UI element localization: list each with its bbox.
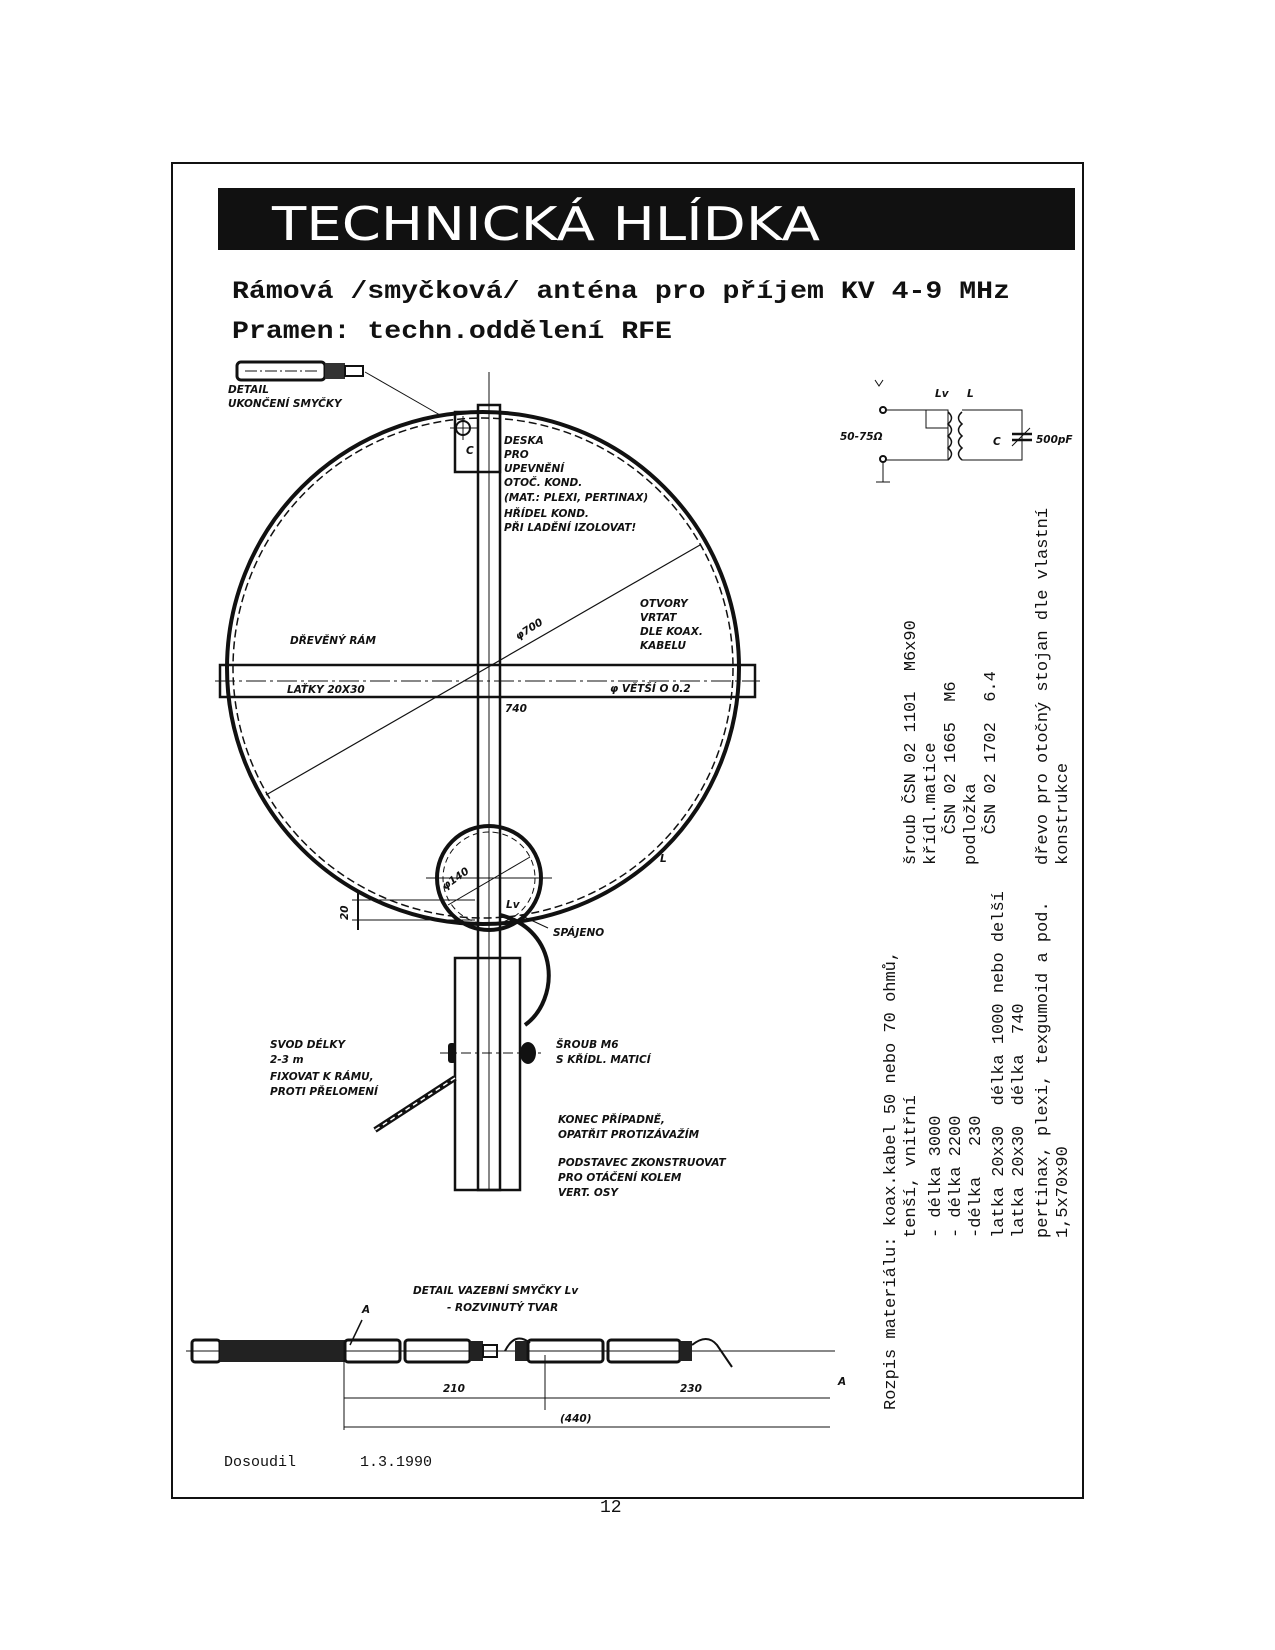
wooden-frame-label: DŘEVĚNÝ RÁM bbox=[290, 633, 377, 647]
plate-note: OTOČ. KOND. bbox=[504, 475, 582, 489]
page-number: 12 bbox=[600, 1498, 622, 1518]
page-frame bbox=[171, 162, 1084, 1499]
article-source: Pramen: techn.oddělení RFE bbox=[232, 317, 672, 346]
diameter-loop-label: φ140 bbox=[440, 865, 472, 892]
slats-label: LAŤKY 20X30 bbox=[287, 682, 365, 696]
materials-line: Rozpis materiálu: koax.kabel 50 nebo 70 … bbox=[882, 951, 901, 1410]
loop-l-label: L bbox=[660, 853, 667, 865]
plate-note: HŘÍDEL KOND. bbox=[504, 506, 589, 520]
materials-line: konstrukce bbox=[1054, 763, 1073, 865]
author: Dosoudil bbox=[224, 1454, 296, 1471]
page-title: TECHNICKÁ HLÍDKA bbox=[271, 197, 821, 251]
materials-line: -délka 230 bbox=[967, 1116, 986, 1238]
holes-note: VRTAT bbox=[640, 612, 677, 624]
bolt-note: S KŘÍDL. MATICÍ bbox=[556, 1052, 652, 1066]
point-a-label: A bbox=[837, 1376, 846, 1388]
stand-note: PRO OTÁČENÍ KOLEM bbox=[558, 1170, 682, 1184]
main-loop-L bbox=[225, 410, 741, 926]
end-note: OPATŘIT PROTIZÁVAŽÍM bbox=[558, 1127, 700, 1141]
point-a-label: A bbox=[361, 1304, 370, 1316]
materials-line: dřevo pro otočný stojan dle vlastní bbox=[1034, 508, 1053, 865]
lead-note: FIXOVAT K RÁMU, bbox=[270, 1070, 374, 1083]
hole-diameter-label: φ VĚTŠÍ O 0.2 bbox=[610, 681, 691, 695]
holes-note: KABELU bbox=[640, 640, 687, 652]
capacitor-plate bbox=[453, 410, 502, 474]
holes-note: DLE KOAX. bbox=[640, 626, 703, 638]
detail-end-label: DETAIL bbox=[228, 384, 269, 396]
lead-note: SVOD DÉLKY bbox=[270, 1038, 347, 1051]
loop-lv-label: Lv bbox=[506, 899, 521, 911]
stand-base bbox=[453, 956, 522, 1192]
stand-note: VERT. OSY bbox=[558, 1187, 619, 1199]
diameter-line bbox=[265, 544, 701, 796]
schematic-lv-label: Lv bbox=[935, 388, 950, 400]
materials-line: pertinax, plexi, texgumoid a pod. bbox=[1034, 901, 1053, 1238]
soldered-label: SPÁJENO bbox=[553, 926, 604, 939]
schematic-l-label: L bbox=[967, 388, 974, 400]
materials-line: křídl.matice bbox=[922, 743, 941, 865]
coupling-loop-unrolled-drawing bbox=[186, 1337, 835, 1368]
holes-note: OTVORY bbox=[640, 598, 689, 610]
dimension-total: (440) bbox=[560, 1413, 592, 1425]
plate-note: (MAT.: PLEXI, PERTINAX) bbox=[504, 492, 648, 504]
materials-line: podložka bbox=[962, 783, 981, 865]
diameter-main-label: φ700 bbox=[513, 616, 545, 642]
plate-note: DESKA bbox=[504, 435, 544, 447]
dimension-210: 210 bbox=[443, 1383, 465, 1395]
stand-note: PODSTAVEC ZKONSTRUOVAT bbox=[558, 1157, 727, 1169]
date: 1.3.1990 bbox=[360, 1454, 432, 1471]
plate-note: UPEVNĚNÍ bbox=[504, 461, 565, 475]
materials-line: ČSN 02 1665 M6 bbox=[941, 681, 961, 865]
coupling-detail-subtitle: - ROZVINUTÝ TVAR bbox=[447, 1301, 558, 1314]
coupling-detail-title: DETAIL VAZEBNÍ SMYČKY Lv bbox=[413, 1283, 579, 1297]
schematic-capacitance-label: 500pF bbox=[1036, 434, 1073, 446]
end-note: KONEC PŘÍPADNĚ, bbox=[558, 1112, 665, 1126]
materials-line: - délka 3000 bbox=[927, 1116, 946, 1238]
schematic-impedance-label: 50-75Ω bbox=[840, 431, 883, 443]
lead-note: 2-3 m bbox=[270, 1054, 304, 1066]
materials-line: latka 20x30 délka 740 bbox=[1010, 1003, 1029, 1238]
dimension-230: 230 bbox=[680, 1383, 702, 1395]
schematic-c-label: C bbox=[993, 436, 1001, 448]
gap-label: 20 bbox=[339, 905, 351, 920]
loop-end-detail-drawing bbox=[235, 360, 441, 416]
wing-nut bbox=[520, 1042, 536, 1064]
materials-line: 1,5x70x90 bbox=[1054, 1146, 1073, 1238]
materials-line: - délka 2200 bbox=[947, 1116, 966, 1238]
wing-nut bbox=[448, 1043, 456, 1063]
detail-end-label: UKONČENÍ SMYČKY bbox=[228, 396, 343, 410]
materials-line: šroub ČSN 02 1101 M6x90 bbox=[901, 620, 921, 865]
materials-line: tenší, vnitřní bbox=[902, 1095, 921, 1238]
materials-list: Rozpis materiálu: koax.kabel 50 nebo 70 … bbox=[882, 508, 1073, 1410]
slat-length-label: 740 bbox=[505, 703, 527, 715]
title-bar bbox=[218, 188, 1075, 250]
materials-line: latka 20x30 délka 1000 nebo delší bbox=[990, 891, 1009, 1238]
lead-note: PROTI PŘELOMENÍ bbox=[270, 1084, 379, 1098]
plate-note: PRO bbox=[504, 449, 529, 461]
bolt-note: ŠROUB M6 bbox=[556, 1037, 619, 1051]
plate-note: PŘI LADĚNÍ IZOLOVAT! bbox=[504, 520, 636, 534]
capacitor-label: C bbox=[466, 445, 474, 457]
article-title: Rámová /smyčková/ anténa pro příjem KV 4… bbox=[232, 277, 1010, 306]
materials-line: ČSN 02 1702 6.4 bbox=[981, 671, 1001, 865]
circuit-schematic bbox=[874, 379, 1032, 483]
